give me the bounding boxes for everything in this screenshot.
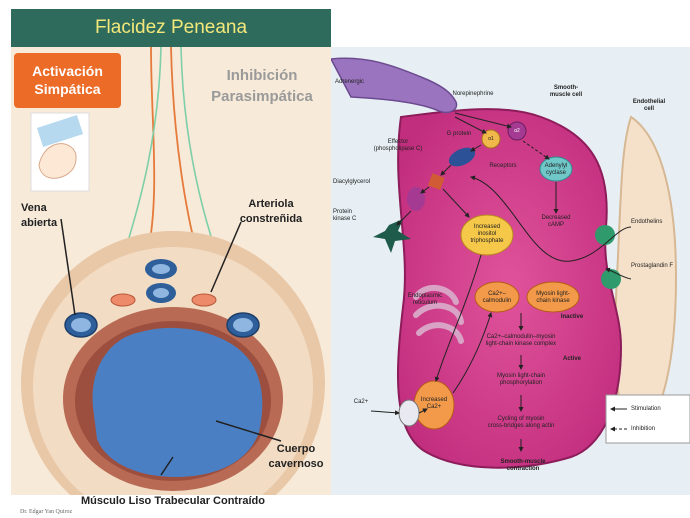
diacylglycerol-shape xyxy=(407,187,425,211)
cavernous-body-sinus xyxy=(93,328,263,477)
ca-calmodulin-label: Ca2+– calmodulin xyxy=(477,291,517,305)
protein-kinase-c-label: Protein kinase C xyxy=(333,209,373,223)
trabecular-muscle-label: Músculo Liso Trabecular Contraído xyxy=(48,494,298,508)
parasympathetic-inhibition-label: Inhibición Parasimpática xyxy=(197,65,327,107)
prostaglandin-label: Prostaglandin F xyxy=(631,263,689,270)
active-label: Active xyxy=(557,356,587,363)
mlck-label: Myosin light- chain kinase xyxy=(529,291,577,305)
open-vein-right-lumen xyxy=(233,318,253,332)
endothelin-receptor xyxy=(595,225,615,245)
alpha2-label: α2 xyxy=(509,128,525,135)
author-credit: Dr. Edgar Yan Quiroz xyxy=(20,509,72,515)
endothelial-cell-label: Endothelial cell xyxy=(619,99,679,113)
arrow-ca-in xyxy=(371,411,399,413)
increased-ca-label: Increased Ca2+ xyxy=(415,397,453,411)
adenylyl-cyclase-label: Adenylyl cyclase xyxy=(536,163,576,177)
open-vein-label: Vena abierta xyxy=(21,201,81,231)
constricted-arteriole-right xyxy=(192,294,216,306)
endothelins-label: Endothelins xyxy=(631,219,685,226)
endothelial-cell xyxy=(615,117,676,442)
constricted-arteriole-label: Arteriola constreñida xyxy=(221,197,321,227)
legend-box xyxy=(606,395,690,443)
diacylglycerol-label: Diacylglycerol xyxy=(333,179,389,186)
open-vein-left-lumen xyxy=(71,318,91,332)
dorsal-vein-middle-lumen xyxy=(153,288,169,298)
decreased-camp-label: Decreased cAMP xyxy=(536,215,576,229)
phosphorylation-label: Myosin light-chain phosphorylation xyxy=(481,373,561,387)
signaling-pathway-panel: Adrenergic Norepinephrine Smooth- muscle… xyxy=(331,47,690,495)
norepinephrine-label: Norepinephrine xyxy=(443,91,503,98)
inactive-label: Inactive xyxy=(557,314,587,321)
cavernous-body-label: Cuerpo cavernoso xyxy=(261,442,331,472)
flaccidity-panel: Activación Simpática Inhibición Parasimp… xyxy=(11,47,331,495)
receptors-label: Receptors xyxy=(481,163,525,170)
contraction-label: Smooth-muscle contraction xyxy=(493,459,553,473)
smooth-muscle-cell-label: Smooth- muscle cell xyxy=(536,85,596,99)
cycling-label: Cycling of myosin cross-bridges along ac… xyxy=(471,416,571,430)
complex-label: Ca2+–calmodulin–myosin light-chain kinas… xyxy=(471,334,571,348)
dorsal-vein-top-lumen xyxy=(152,264,170,274)
endoplasmic-reticulum-label: Endoplasmic reticulum xyxy=(401,293,449,307)
g-protein-label: G protein xyxy=(437,131,481,138)
legend-stimulation-label: Stimulation xyxy=(631,406,681,413)
prostaglandin-receptor xyxy=(601,269,621,289)
legend-inhibition-label: Inhibition xyxy=(631,426,681,433)
adrenergic-label: Adrenergic xyxy=(335,79,385,86)
ca-entry-label: Ca2+ xyxy=(349,399,373,406)
diagram-title: Flacidez Peneana xyxy=(11,9,331,47)
increased-ip3-label: Increased inositol triphosphate xyxy=(461,224,513,245)
constricted-arteriole-left xyxy=(111,294,135,306)
penile-cross-section-svg xyxy=(11,47,331,495)
alpha1-label: α1 xyxy=(483,136,499,143)
sympathetic-activation-box: Activación Simpática xyxy=(14,53,121,108)
effector-label: Effector (phospholipase C) xyxy=(363,139,433,153)
